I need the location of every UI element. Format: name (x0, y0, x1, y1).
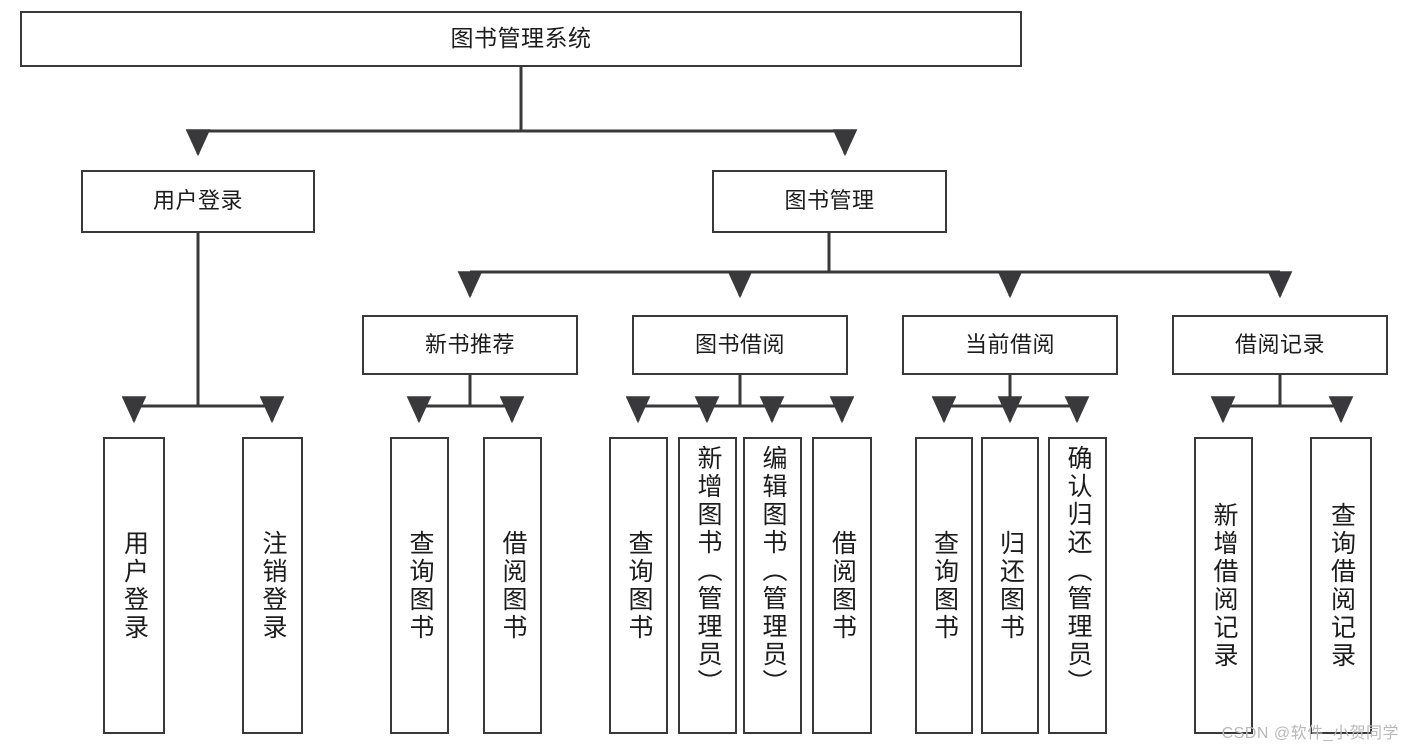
leaf-logout-login[interactable]: 注销登录 (242, 437, 303, 734)
leaf-user-login[interactable]: 用户登录 (103, 437, 165, 734)
node-user-login[interactable]: 用户登录 (81, 170, 315, 233)
node-label: 编辑图书（管理员） (759, 445, 787, 697)
node-label: 确认归还（管理员） (1064, 445, 1092, 697)
leaf-query-book-recommend[interactable]: 查询图书 (390, 437, 449, 734)
node-new-book-recommend[interactable]: 新书推荐 (362, 315, 578, 375)
node-label: 归还图书 (996, 529, 1025, 642)
leaf-add-borrow-record[interactable]: 新增借阅记录 (1194, 437, 1253, 734)
node-label: 注销登录 (259, 529, 287, 642)
node-label: 图书管理系统 (450, 25, 592, 52)
leaf-confirm-return[interactable]: 确认归还（管理员） (1048, 437, 1107, 734)
node-label: 用户登录 (152, 188, 243, 214)
node-label: 借阅记录 (1234, 331, 1325, 357)
leaf-query-book-current[interactable]: 查询图书 (915, 437, 973, 734)
leaf-query-borrow-record[interactable]: 查询借阅记录 (1310, 437, 1372, 734)
node-label: 新增借阅记录 (1210, 501, 1238, 670)
leaf-add-book[interactable]: 新增图书（管理员） (678, 437, 737, 734)
leaf-borrow-book-recommend[interactable]: 借阅图书 (483, 437, 542, 734)
node-label: 用户登录 (120, 529, 149, 642)
node-label: 新书推荐 (424, 331, 515, 357)
node-label: 当前借阅 (964, 331, 1055, 357)
node-label: 查询图书 (625, 529, 653, 642)
node-book-management[interactable]: 图书管理 (712, 170, 947, 233)
node-borrow-record[interactable]: 借阅记录 (1172, 315, 1388, 375)
node-root-system[interactable]: 图书管理系统 (20, 11, 1022, 67)
csdn-watermark: CSDN @软件_小贺同学 (1221, 725, 1399, 742)
node-label: 新增图书（管理员） (694, 445, 722, 697)
node-label: 图书管理 (784, 188, 875, 214)
leaf-edit-book[interactable]: 编辑图书（管理员） (743, 437, 802, 734)
leaf-borrow-book[interactable]: 借阅图书 (812, 437, 872, 734)
node-label: 图书借阅 (694, 331, 785, 357)
node-label: 查询借阅记录 (1327, 501, 1356, 670)
node-label: 借阅图书 (499, 529, 527, 642)
node-label: 查询图书 (406, 529, 434, 642)
node-label: 借阅图书 (828, 529, 857, 642)
leaf-query-book-borrow[interactable]: 查询图书 (609, 437, 668, 734)
node-label: 查询图书 (930, 529, 959, 642)
node-current-borrow[interactable]: 当前借阅 (902, 315, 1118, 375)
node-book-borrow[interactable]: 图书借阅 (632, 315, 848, 375)
leaf-return-book[interactable]: 归还图书 (981, 437, 1039, 734)
